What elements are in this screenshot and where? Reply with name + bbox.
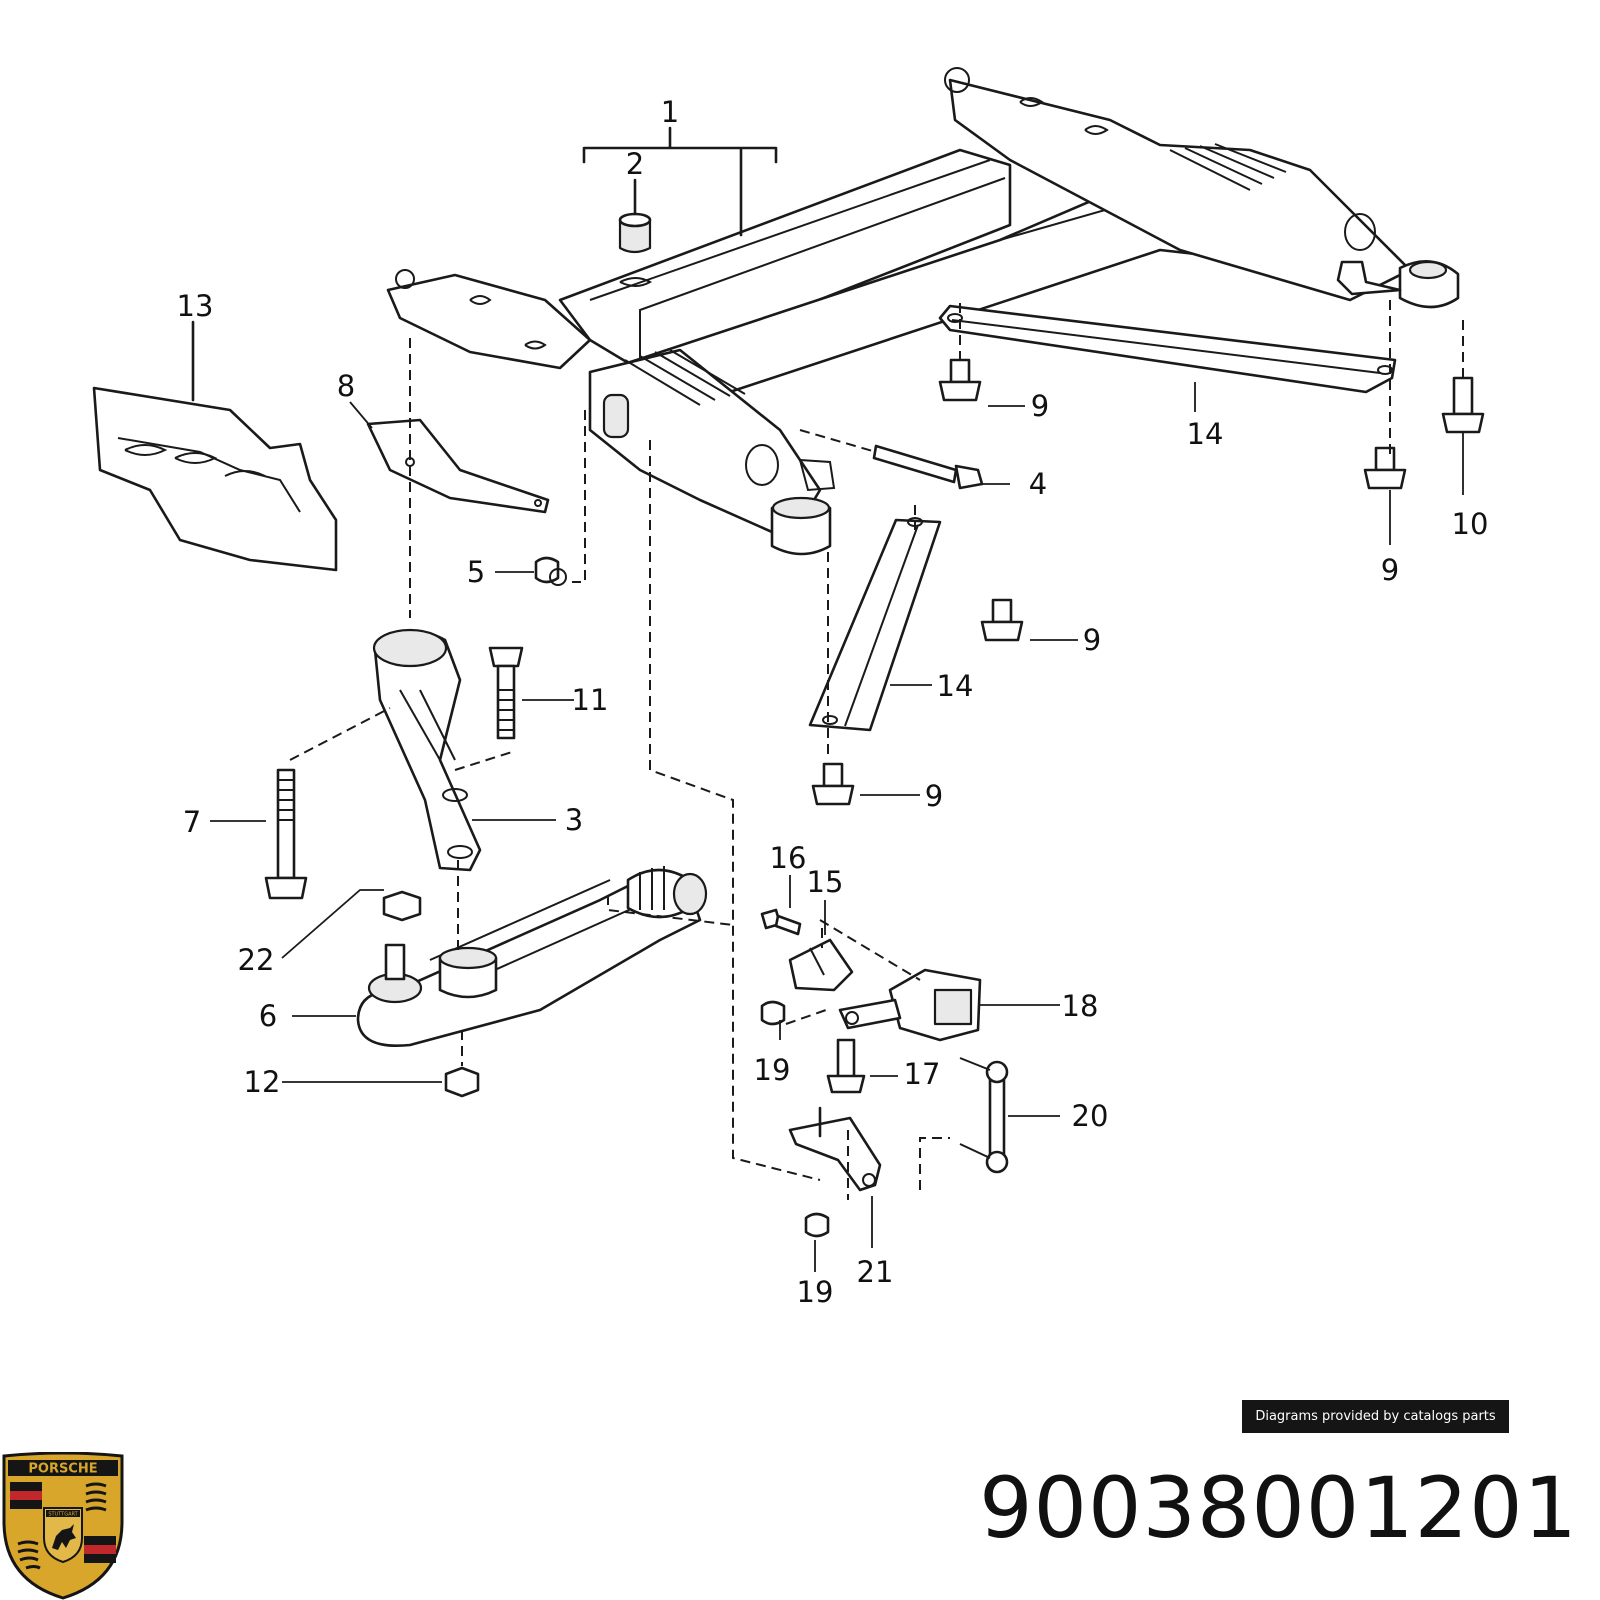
callout-9-a: 9 [1031,389,1049,423]
bolt-part-9-a [938,358,982,402]
callout-16: 16 [770,841,807,875]
callout-5: 5 [467,555,485,589]
bolt-part-10 [1441,376,1485,434]
callout-13: 13 [177,289,214,323]
bolt-part-17 [826,1038,866,1094]
callout-19-b: 19 [797,1275,834,1309]
bolt-part-9-b [1363,446,1407,490]
callout-6: 6 [259,999,277,1033]
nut-part-22 [382,890,422,922]
callout-15: 15 [807,865,844,899]
callout-20: 20 [1072,1099,1109,1133]
svg-text:STUTTGART: STUTTGART [48,1512,78,1518]
callout-9-b: 9 [1381,553,1399,587]
nut-part-5 [534,556,567,586]
part-number: 90038001201 [979,1459,1578,1557]
heat-shield-part-13 [92,320,338,572]
callout-9-c: 9 [1083,623,1101,657]
callout-18: 18 [1062,989,1099,1023]
brace-part-14-upper [938,304,1397,394]
callout-labels: 1 2 3 4 5 6 7 8 9 9 9 9 10 11 12 13 14 1… [177,95,1489,1309]
brace-part-14-vertical [808,517,942,732]
link-rod-part-20 [959,1057,1009,1174]
bracket-part-15 [788,938,854,992]
callout-10: 10 [1452,507,1489,541]
bolt-part-4 [799,429,984,490]
nut-part-19-upper [760,1000,786,1026]
assembly-lines [289,300,1464,1200]
callout-19-a: 19 [754,1053,791,1087]
callout-22: 22 [238,943,275,977]
porsche-crest-logo: PORSCHE STUTTGART [2,1452,124,1600]
callout-21: 21 [857,1255,894,1289]
diagram-credit-badge: Diagrams provided by catalogs parts [1242,1400,1509,1433]
callout-9-d: 9 [925,779,943,813]
callout-7: 7 [183,805,201,839]
nut-part-12 [444,1066,480,1098]
callout-3: 3 [565,803,583,837]
callout-12: 12 [244,1065,281,1099]
bolt-part-9-d [811,762,855,806]
sensor-part-18 [838,968,982,1042]
bushing-part-2 [618,178,653,287]
callout-14-a: 14 [1187,417,1224,451]
leader-lines [210,382,1464,1272]
nut-part-19-lower [804,1212,830,1238]
callout-4: 4 [1029,467,1047,501]
bolt-part-7 [264,768,308,900]
control-arm-part-6 [356,866,708,1047]
bracket-part-8 [349,401,550,514]
callout-17: 17 [904,1057,941,1091]
bolt-part-11 [488,646,524,740]
callout-1-bracket [582,126,778,237]
callout-2: 2 [626,147,644,181]
callout-1: 1 [661,95,679,129]
bolt-part-16 [760,908,802,936]
callout-8: 8 [337,369,355,403]
svg-text:PORSCHE: PORSCHE [28,1462,97,1477]
bolt-part-9-c [980,598,1024,642]
bracket-part-21 [788,1106,882,1192]
cross-member [386,67,1460,556]
link-arm-part-3 [372,628,482,872]
callout-11: 11 [572,683,609,717]
callout-14-b: 14 [937,669,974,703]
